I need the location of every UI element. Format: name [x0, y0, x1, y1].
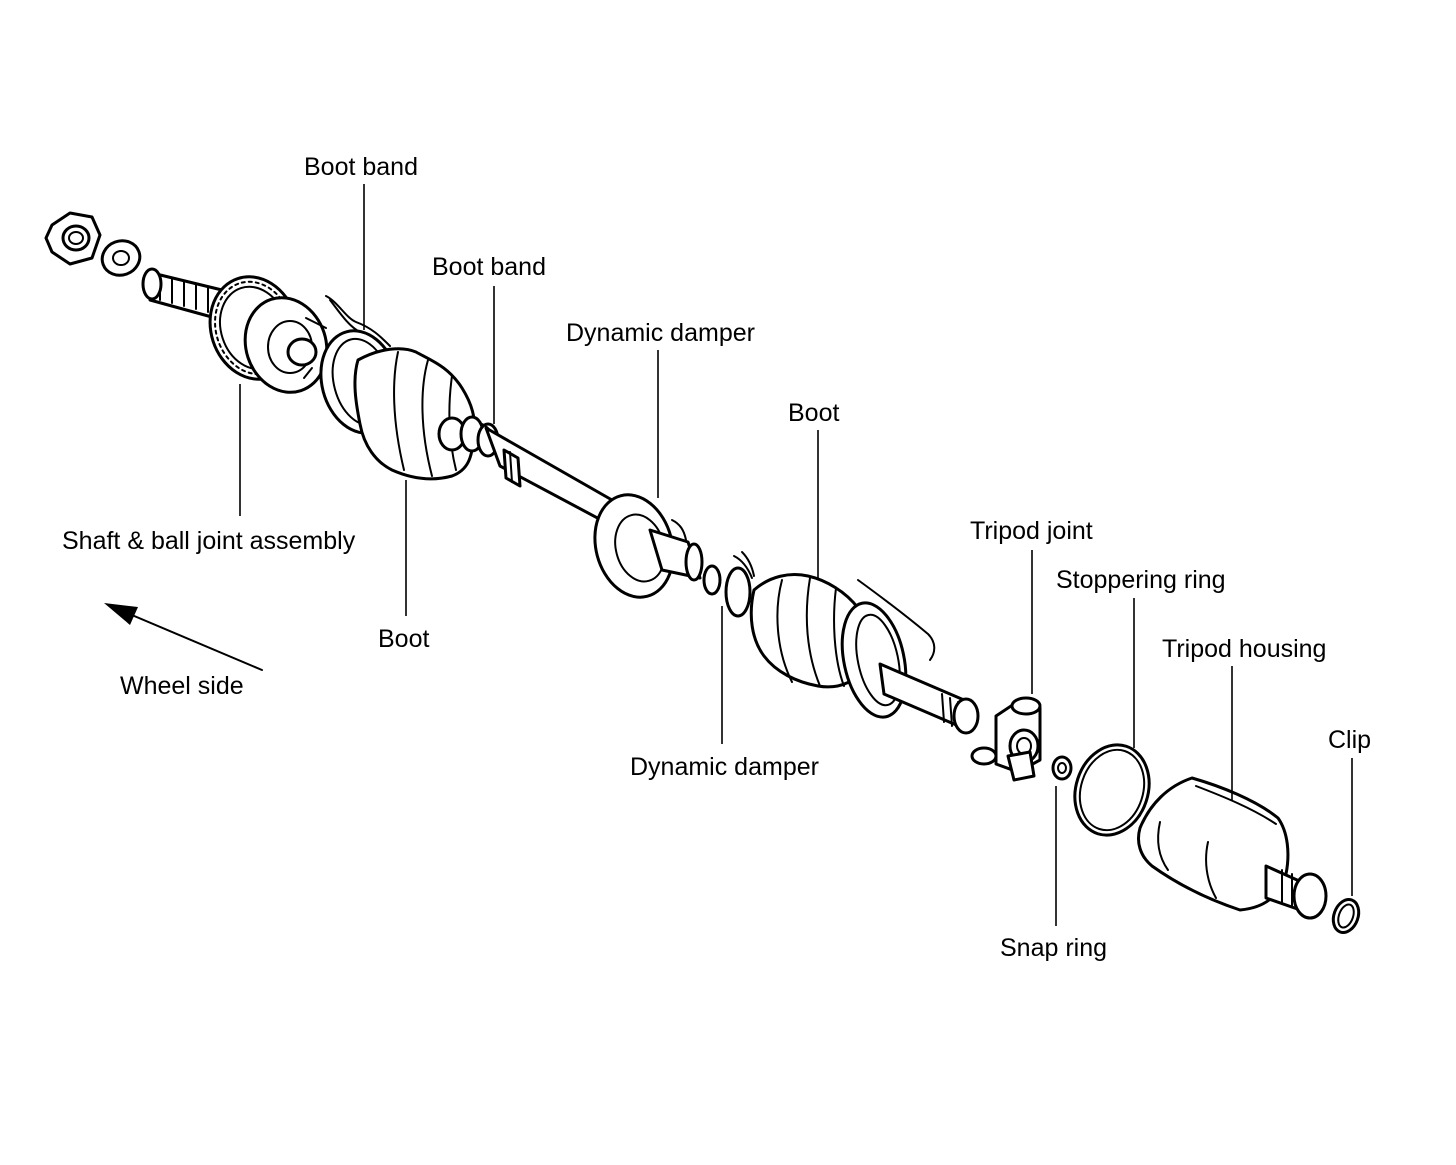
outer-boot — [353, 347, 485, 481]
lock-nut — [44, 211, 102, 266]
label-dynamic-damper-2: Dynamic damper — [630, 753, 819, 781]
label-boot-band-1: Boot band — [304, 153, 418, 181]
label-snap-ring: Snap ring — [1000, 934, 1108, 962]
clip-ring — [1331, 898, 1361, 934]
outer-joint-shaft — [141, 267, 232, 324]
dynamic-damper-2 — [702, 551, 755, 618]
label-tripod-joint: Tripod joint — [970, 517, 1093, 545]
label-tripod-housing: Tripod housing — [1162, 635, 1327, 663]
outer-joint-housing — [243, 296, 329, 394]
dynamic-damper-1 — [593, 493, 704, 599]
label-boot-band-2: Boot band — [432, 253, 546, 281]
label-clip: Clip — [1328, 726, 1372, 754]
label-wheel-side: Wheel side — [120, 672, 244, 700]
tripod-joint — [970, 696, 1042, 782]
leader-lines — [239, 184, 1353, 926]
snap-ring — [1051, 755, 1073, 781]
tripod-housing — [1137, 776, 1328, 920]
label-dynamic-damper-1: Dynamic damper — [566, 319, 755, 347]
inner-shaft-spline — [878, 662, 980, 735]
label-boot-1: Boot — [788, 399, 840, 427]
label-boot-2: Boot — [378, 625, 430, 653]
label-stoppering-ring: Stoppering ring — [1056, 566, 1226, 594]
washer — [100, 239, 142, 277]
label-shaft-ball-joint: Shaft & ball joint assembly — [62, 527, 356, 555]
stoppering-ring — [1073, 743, 1151, 837]
wheel-side-arrow — [104, 603, 263, 671]
